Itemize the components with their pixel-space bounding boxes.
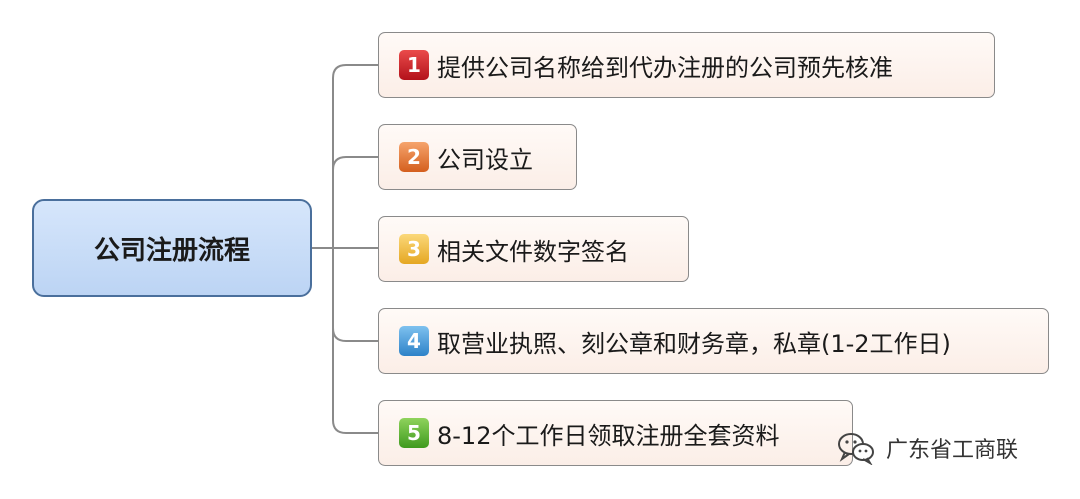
step-node-5: 5 8-12个工作日领取注册全套资料 [378,400,853,466]
watermark-text: 广东省工商联 [886,438,1019,463]
root-node: 公司注册流程 [32,199,312,297]
step-text-1: 提供公司名称给到代办注册的公司预先核准 [437,53,893,82]
root-label: 公司注册流程 [93,235,250,266]
step-text-5: 8-12个工作日领取注册全套资料 [437,421,780,450]
step-node-1: 1 提供公司名称给到代办注册的公司预先核准 [378,32,995,98]
step-node-3: 3 相关文件数字签名 [378,216,689,282]
branch-connector-4 [332,327,378,342]
step-text-4: 取营业执照、刻公章和财务章，私章(1-2工作日) [437,329,951,358]
branch-connector-2 [332,156,378,171]
wechat-icon [838,433,874,465]
step-text-2: 公司设立 [437,145,533,174]
watermark: 广东省工商联 [836,428,1018,468]
step-node-2: 2 公司设立 [378,124,577,190]
step-badge-4: 4 [399,326,429,356]
step-node-4: 4 取营业执照、刻公章和财务章，私章(1-2工作日) [378,308,1049,374]
branch-connector-5 [332,419,378,434]
step-text-3: 相关文件数字签名 [437,237,629,266]
step-badge-5: 5 [399,418,429,448]
step-badge-1: 1 [399,50,429,80]
branch-connector-1 [332,64,378,79]
step-badge-2: 2 [399,142,429,172]
step-badge-3: 3 [399,234,429,264]
